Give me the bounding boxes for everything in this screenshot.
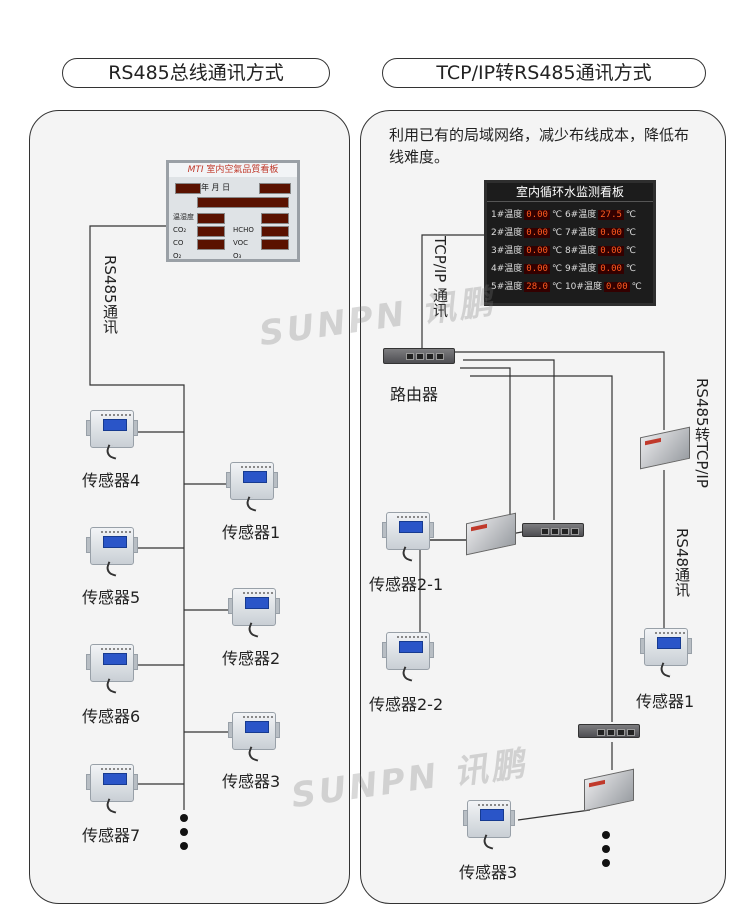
more-dot bbox=[602, 859, 610, 867]
switch-icon bbox=[578, 724, 640, 738]
sensor-icon bbox=[463, 800, 515, 850]
sensor-1-label: 传感器1 bbox=[222, 523, 281, 542]
more-dot bbox=[180, 828, 188, 836]
board-fields: 温湿度 CO₂ CO O₂ bbox=[173, 213, 194, 260]
router-label: 路由器 bbox=[390, 385, 439, 404]
sensor-icon bbox=[382, 632, 434, 682]
tcp-ip-label: TCP/IP 通讯 bbox=[431, 236, 449, 318]
sensor-r1-label: 传感器1 bbox=[636, 692, 695, 711]
right-section-title: TCP/IP转RS485通讯方式 bbox=[382, 58, 706, 88]
sensor-icon bbox=[228, 712, 280, 762]
board-fields-right: HCHO VOC O₃ bbox=[233, 226, 254, 260]
sensor-icon bbox=[86, 644, 138, 694]
sensor-3-label: 传感器3 bbox=[222, 772, 281, 791]
sensor-5-label: 传感器5 bbox=[82, 588, 141, 607]
board2-title: 室内循环水监测看板 bbox=[487, 183, 653, 202]
board-date-text: 年 月 日 bbox=[201, 183, 231, 192]
sensor-icon bbox=[640, 628, 692, 678]
sensor-icon bbox=[86, 527, 138, 577]
air-quality-display-board: MTI 室内空氣品質看板 年 月 日 温湿度 CO₂ CO O₂ HCHO VO… bbox=[166, 160, 300, 262]
more-dot bbox=[180, 814, 188, 822]
more-dot bbox=[602, 831, 610, 839]
more-dot bbox=[180, 842, 188, 850]
sensor-icon bbox=[382, 512, 434, 562]
board-title: 室内空氣品質看板 bbox=[206, 165, 279, 175]
right-description: 利用已有的局域网络，减少布线成本，降低布线难度。 bbox=[389, 126, 690, 166]
board-brand: MTI bbox=[187, 165, 204, 175]
sensor-icon bbox=[86, 410, 138, 460]
more-dot bbox=[602, 845, 610, 853]
sensor-icon bbox=[226, 462, 278, 512]
router-icon bbox=[383, 348, 455, 364]
sensor-2-2-label: 传感器2-2 bbox=[369, 695, 444, 714]
sensor-4-label: 传感器4 bbox=[82, 471, 141, 490]
rs485-to-tcpip-label: RS485转TCP/IP bbox=[693, 378, 711, 488]
sensor-r3-label: 传感器3 bbox=[459, 863, 518, 882]
left-section-title: RS485总线通讯方式 bbox=[62, 58, 330, 88]
switch-icon bbox=[522, 523, 584, 537]
rs485-bus-label: RS485通讯 bbox=[101, 255, 119, 334]
sensor-2-label: 传感器2 bbox=[222, 649, 281, 668]
sensor-2-1-label: 传感器2-1 bbox=[369, 575, 444, 594]
sensor-icon bbox=[86, 764, 138, 814]
sensor-icon bbox=[228, 588, 280, 638]
sensor-6-label: 传感器6 bbox=[82, 707, 141, 726]
sensor-7-label: 传感器7 bbox=[82, 826, 141, 845]
rs48-comm-label: RS48通讯 bbox=[673, 528, 691, 598]
